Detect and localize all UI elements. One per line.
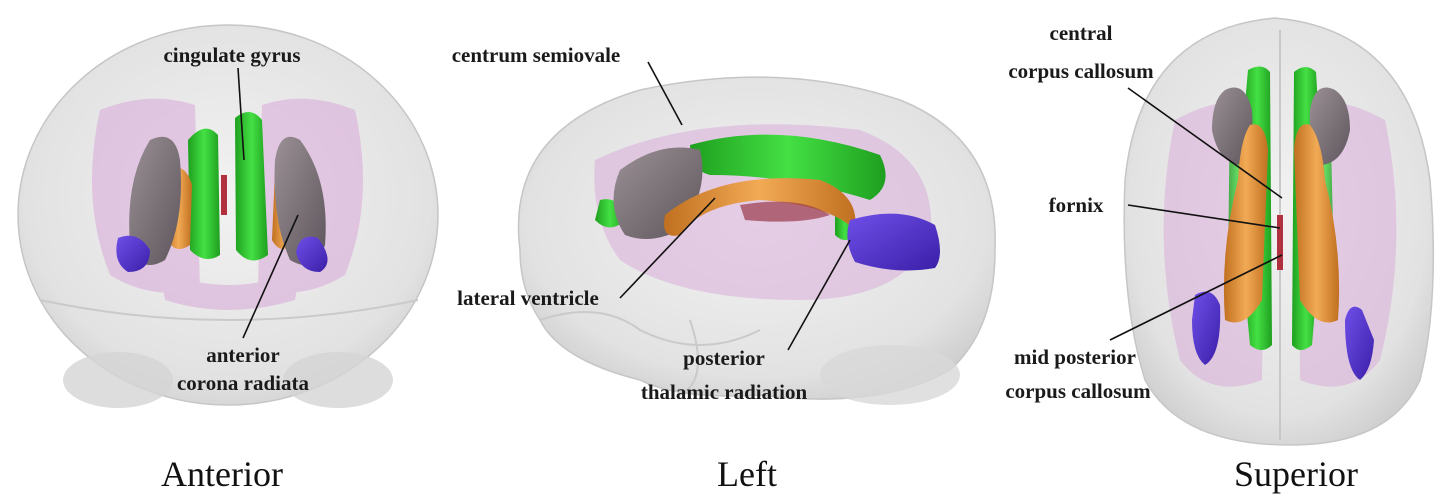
view-title-superior: Superior (1234, 454, 1358, 494)
label-fornix: fornix (1049, 193, 1104, 217)
label-posterior-thalamic-radiation-line2: thalamic radiation (641, 380, 808, 404)
label-posterior-thalamic-radiation-line1: posterior (683, 346, 765, 370)
superior-fornix-red (1277, 215, 1283, 270)
label-anterior-corona-radiata-line1: anterior (206, 343, 279, 367)
view-title-anterior: Anterior (161, 454, 283, 494)
left-thalamic-radiation-blue (847, 214, 940, 271)
label-central-corpus-callosum-line2: corpus callosum (1008, 59, 1154, 83)
label-cingulate-gyrus: cingulate gyrus (163, 43, 300, 67)
label-mid-posterior-corpus-callosum-line1: mid posterior (1014, 345, 1136, 369)
label-mid-posterior-corpus-callosum-line2: corpus callosum (1005, 379, 1151, 403)
label-central-corpus-callosum-line1: central (1050, 21, 1113, 45)
label-lateral-ventricle: lateral ventricle (457, 286, 599, 310)
label-anterior-corona-radiata-line2: corona radiata (177, 371, 310, 395)
anterior-fornix-red (221, 175, 227, 215)
anterior-view: cingulate gyrus anterior corona radiata … (18, 25, 438, 494)
left-view: centrum semiovale lateral ventricle post… (452, 43, 996, 494)
view-title-left: Left (717, 454, 777, 494)
label-centrum-semiovale: centrum semiovale (452, 43, 621, 67)
superior-view: central corpus callosum fornix mid poste… (1005, 18, 1433, 494)
